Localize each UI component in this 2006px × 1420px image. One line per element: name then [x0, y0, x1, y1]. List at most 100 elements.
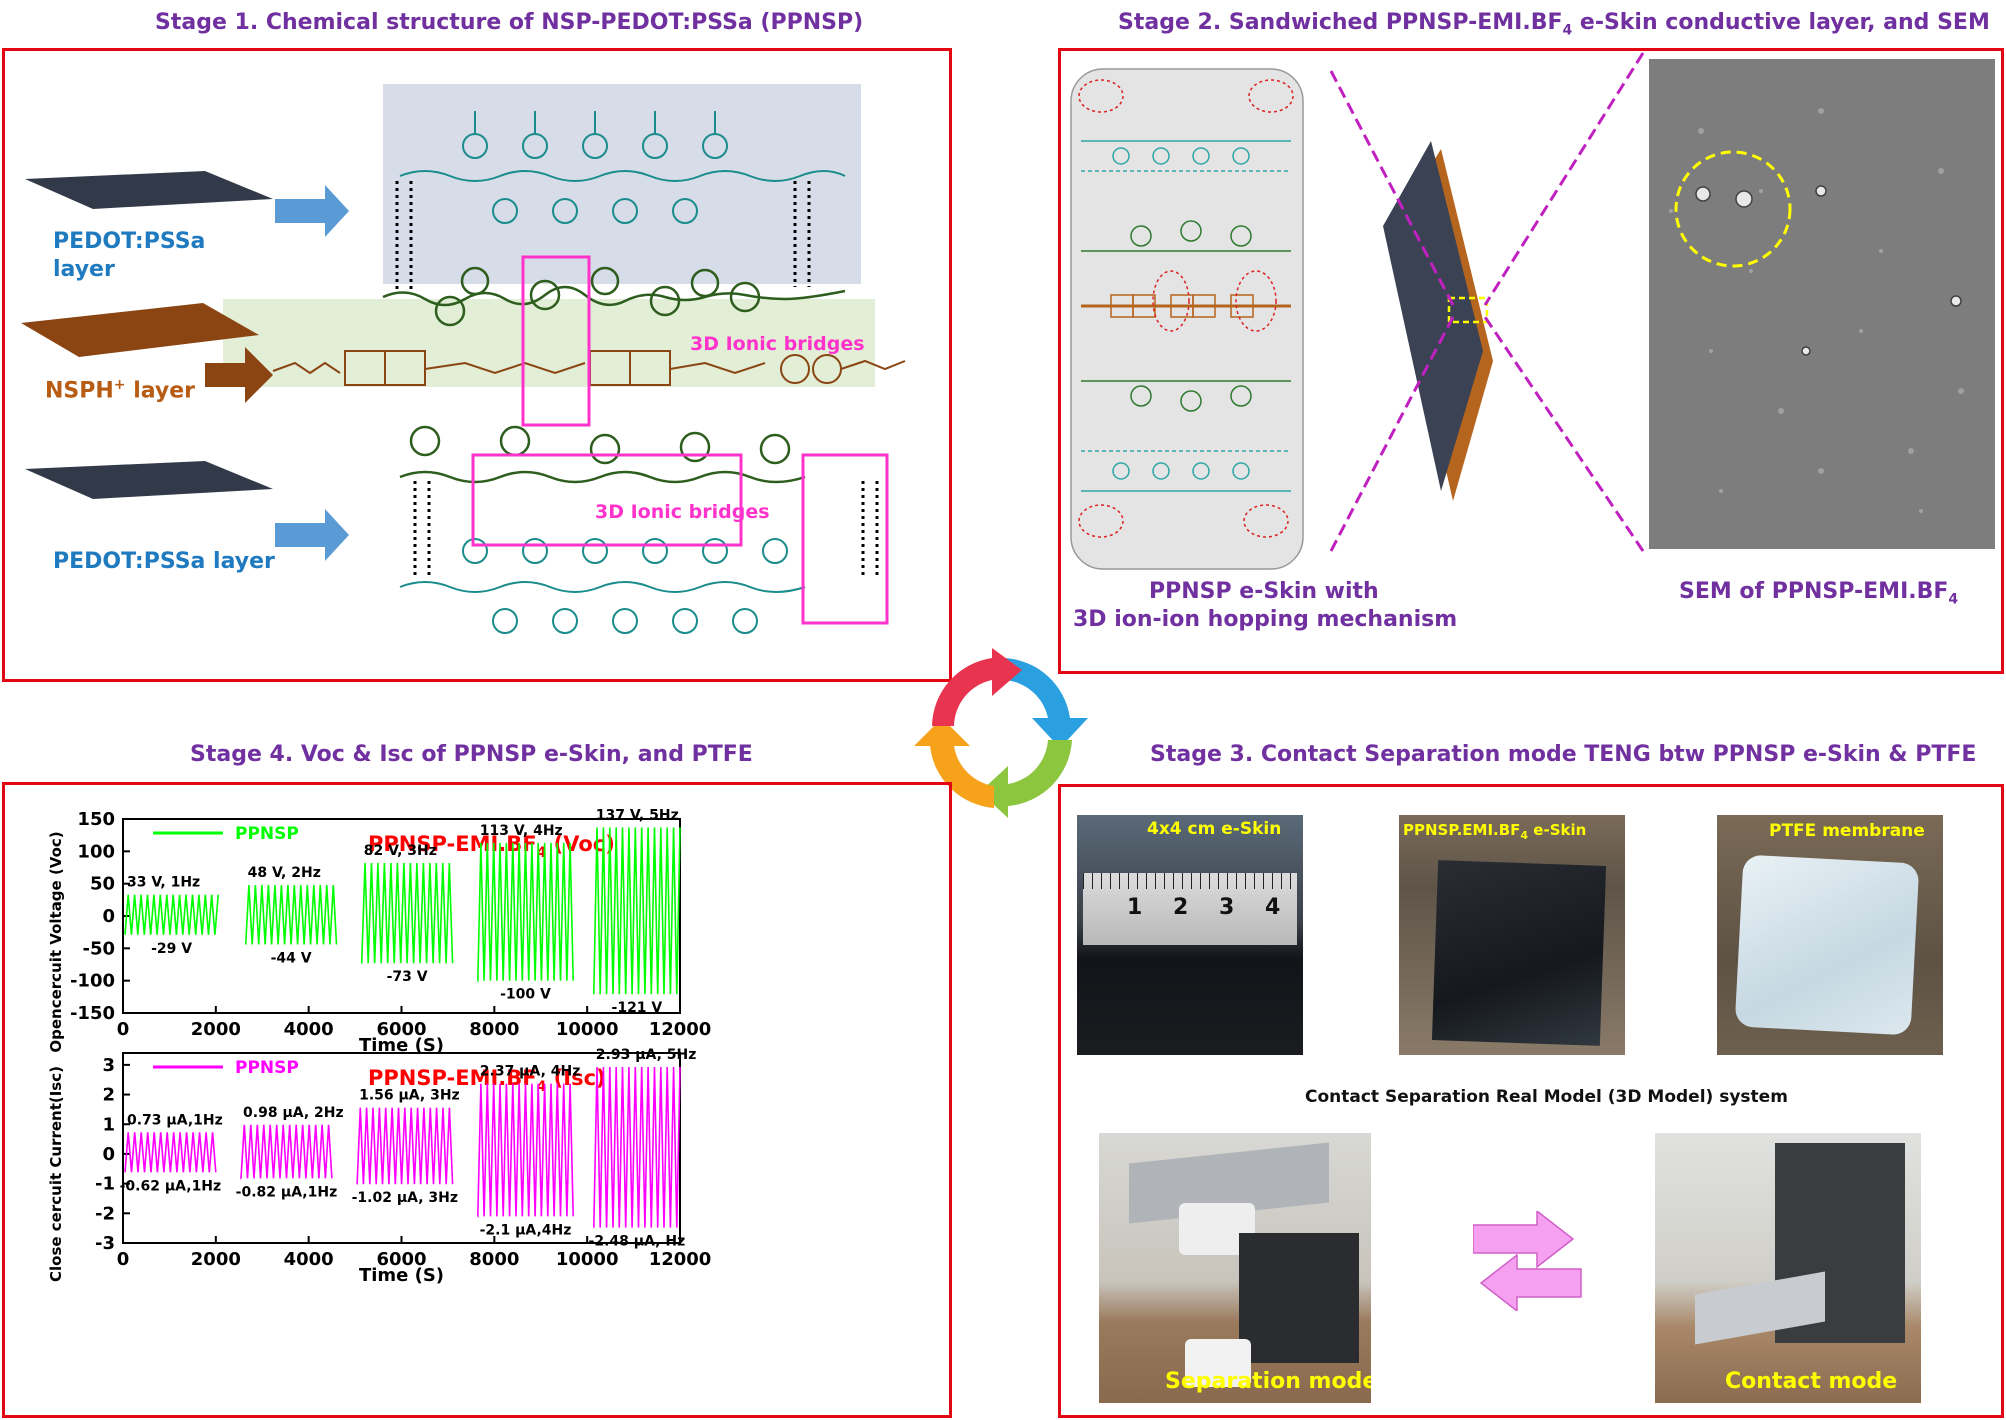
y-axis-label: Opencercuit Voltage (Voc) — [47, 831, 65, 1052]
x-tick-label: 12000 — [649, 1249, 712, 1270]
peak-label: 137 V, 5Hz — [596, 807, 679, 823]
sem-caption: SEM of PPNSP-EMI.BF4 — [1679, 579, 1958, 607]
signal-segment — [244, 884, 338, 945]
separation-label: Separation mode — [1165, 1369, 1371, 1394]
x-tick-label: 8000 — [469, 1019, 519, 1040]
signal-segment — [124, 894, 219, 935]
ptfe-sample — [1734, 854, 1920, 1036]
bridge-box-2 — [471, 453, 743, 547]
x-tick-label: 2000 — [191, 1249, 241, 1270]
separation-bottom-ptfe — [1185, 1339, 1251, 1387]
stage3-title: Stage 3. Contact Separation mode TENG bt… — [1150, 742, 1977, 767]
arrow-top — [275, 185, 349, 237]
chart-title: PPNSP-EMI.BF4 (Voc) — [368, 832, 615, 861]
pedot-top-label: PEDOT:PSSa — [53, 229, 206, 254]
ruler-num-2: 2 — [1173, 895, 1189, 920]
stage2-title: Stage 2. Sandwiched PPNSP-EMI.BF4 e-Skin… — [1118, 10, 1990, 38]
photo1-label: 4x4 cm e-Skin — [1147, 819, 1282, 839]
eskin-sample — [1431, 860, 1607, 1046]
y-tick-label: 1 — [102, 1114, 115, 1135]
trough-label: -2.1 μA,4Hz — [480, 1222, 572, 1238]
y-tick-label: 0 — [102, 906, 115, 927]
x-tick-label: 6000 — [376, 1249, 426, 1270]
bottom-pedot-green — [399, 425, 806, 484]
stage3-panel: 1 2 3 4 5 4x4 cm e-Skin PPNSP.EMI.BF4 e-… — [1058, 784, 2004, 1418]
x-tick-label: 10000 — [556, 1249, 619, 1270]
trough-label: -0.62 μA,1Hz — [120, 1178, 222, 1194]
y-tick-label: -2 — [95, 1203, 115, 1224]
bridge-label-1: 3D Ionic bridges — [690, 333, 865, 355]
exchange-arrows-icon — [1473, 1211, 1582, 1311]
photo2-label-sub: 4 — [1520, 829, 1529, 842]
pedot-green-rings — [382, 266, 846, 327]
peak-label: 113 V, 4Hz — [480, 823, 563, 839]
sem-caption-sub: 4 — [1948, 591, 1959, 608]
ruler-num-5: 5 — [1301, 893, 1303, 923]
stage2-title-text: Stage 2. Sandwiched PPNSP-EMI.BF — [1118, 10, 1563, 35]
nsph-sup: + — [113, 377, 126, 393]
sem-image — [1649, 59, 1995, 549]
sem-particles — [1695, 185, 1962, 356]
stage2-panel: PPNSP e-Skin with 3D ion-ion hopping mec… — [1058, 48, 2004, 674]
mechanism-rings — [1112, 147, 1250, 480]
photo2-label-end: e-Skin — [1528, 821, 1587, 839]
x-tick-label: 4000 — [284, 1019, 334, 1040]
nsph-chain — [272, 350, 906, 386]
pedot-top-label-2: layer — [53, 257, 115, 282]
x-tick-label: 4000 — [284, 1249, 334, 1270]
x-tick-label: 10000 — [556, 1019, 619, 1040]
nsph-sheet — [21, 303, 259, 357]
peak-label: 33 V, 1Hz — [127, 875, 200, 891]
photo2-label-text: PPNSP.EMI.BF — [1403, 821, 1521, 839]
peak-label: 0.73 μA,1Hz — [127, 1112, 223, 1128]
peak-label: 2.93 μA, 5Hz — [596, 1047, 697, 1063]
stage1-panel: PEDOT:PSSa layer NSPH+ layer PEDOT:PSSa … — [2, 48, 952, 682]
y-tick-label: 150 — [77, 809, 115, 830]
y-tick-label: 2 — [102, 1085, 115, 1106]
peak-label: 2.37 μA, 4Hz — [480, 1064, 581, 1080]
x-axis-label: Time (S) — [359, 1265, 444, 1286]
photo2-label: PPNSP.EMI.BF4 e-Skin — [1403, 821, 1586, 842]
top-pssa-chain — [399, 111, 846, 224]
mechanism-caption-1: PPNSP e-Skin with — [1149, 579, 1379, 604]
y-tick-label: -1 — [95, 1174, 115, 1195]
zoom-lines — [1329, 52, 1645, 552]
trough-label: -1.02 μA, 3Hz — [352, 1190, 458, 1206]
signal-segment — [477, 842, 574, 983]
photo-ptfe-membrane: PTFE membrane — [1717, 815, 1943, 1055]
trough-label: -73 V — [387, 969, 428, 985]
y-tick-label: -50 — [82, 938, 115, 959]
trough-label: -44 V — [271, 950, 312, 966]
legend-label: PPNSP — [235, 824, 299, 844]
bridge-label-2: 3D Ionic bridges — [595, 501, 770, 523]
stage2-diagram — [1070, 52, 1995, 570]
y-tick-label: -100 — [70, 971, 115, 992]
sem-highlight — [1674, 150, 1792, 268]
trough-label: -100 V — [500, 987, 551, 1003]
y-tick-label: 3 — [102, 1055, 115, 1076]
nsph-text: NSPH — [45, 378, 114, 404]
peak-label: 82 V, 3Hz — [364, 843, 437, 859]
x-axis-label: Time (S) — [359, 1035, 444, 1056]
trough-label: -0.82 μA,1Hz — [236, 1184, 338, 1200]
peak-label: 0.98 μA, 2Hz — [243, 1105, 344, 1121]
x-tick-label: 2000 — [191, 1019, 241, 1040]
bridge-box-3 — [801, 453, 889, 625]
ruler-num-4: 4 — [1265, 895, 1281, 920]
dotted-bonds — [395, 181, 879, 579]
bridge-box-1 — [521, 255, 591, 427]
stage2-title-end: e-Skin conductive layer, and SEM — [1572, 10, 1990, 35]
signal-segment — [124, 1132, 217, 1173]
trough-label: -2.48 μA, Hz — [589, 1234, 686, 1250]
ruler-num-3: 3 — [1219, 895, 1235, 920]
ion-ellipses — [1078, 79, 1294, 538]
peak-label: 1.56 μA, 3Hz — [359, 1088, 460, 1104]
y-axis-label: Close cercuit Current(Isc) — [47, 1066, 65, 1282]
photo-contact-mode: Contact mode — [1655, 1133, 1921, 1403]
arrow-bottom — [275, 509, 349, 561]
x-tick-label: 12000 — [649, 1019, 712, 1040]
photo-eskin-4x4: 1 2 3 4 5 4x4 cm e-Skin — [1077, 815, 1303, 1055]
trough-label: -121 V — [612, 1000, 663, 1016]
